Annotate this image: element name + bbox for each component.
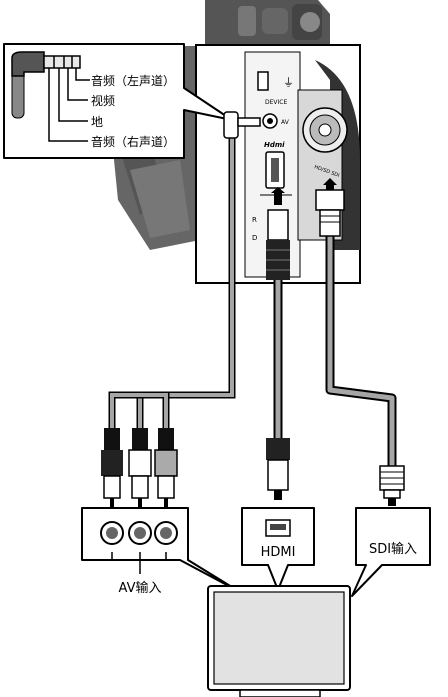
hdmi-plug-camera [266, 187, 290, 280]
rca-plug-middle [128, 428, 152, 508]
callout-pin1-label: 音频（左声道） [91, 73, 175, 88]
cables [108, 111, 397, 470]
camera-connector-panel: ⏚ DEVICE AV Hdmi HD/SD SDI R D [195, 44, 361, 284]
rca-plug-right [154, 428, 178, 508]
pin-callout: 音频（左声道） 视频 地 音频（右声道） [3, 43, 233, 159]
sdi-input-panel: SDI输入 [351, 507, 431, 597]
callout-pin2-label: 视频 [91, 93, 115, 108]
callout-pin4-label: 音频（右声道） [91, 134, 175, 149]
av-plug-body [11, 51, 45, 77]
rca-plug-left [101, 428, 123, 508]
av-input-panel: AV输入 [81, 507, 241, 596]
hdmi-input-panel: HDMI [241, 507, 315, 591]
panel-marking: R [252, 216, 257, 224]
device-label: DEVICE [265, 99, 287, 106]
av-label: AV [281, 119, 290, 126]
sdi-input-label: SDI输入 [369, 541, 417, 557]
panel-marking: D [252, 234, 257, 242]
usb-symbol-icon: ⏚ [283, 76, 294, 89]
tv-stand [239, 689, 321, 697]
sdi-plug-camera [315, 178, 345, 237]
hdmi-logo: Hdmi [264, 141, 285, 149]
rca-plugs [101, 428, 178, 508]
av-plug-pin [43, 55, 81, 69]
hdmi-plug-tv [266, 438, 290, 500]
hdmi-input-label: HDMI [261, 545, 296, 560]
callout-pin3-label: 地 [91, 115, 103, 129]
tv-illustration [207, 585, 351, 697]
sdi-plug-tv [379, 465, 405, 506]
usb-port-icon [257, 71, 269, 91]
tv-screen [213, 591, 345, 685]
av-input-label: AV输入 [119, 580, 162, 596]
